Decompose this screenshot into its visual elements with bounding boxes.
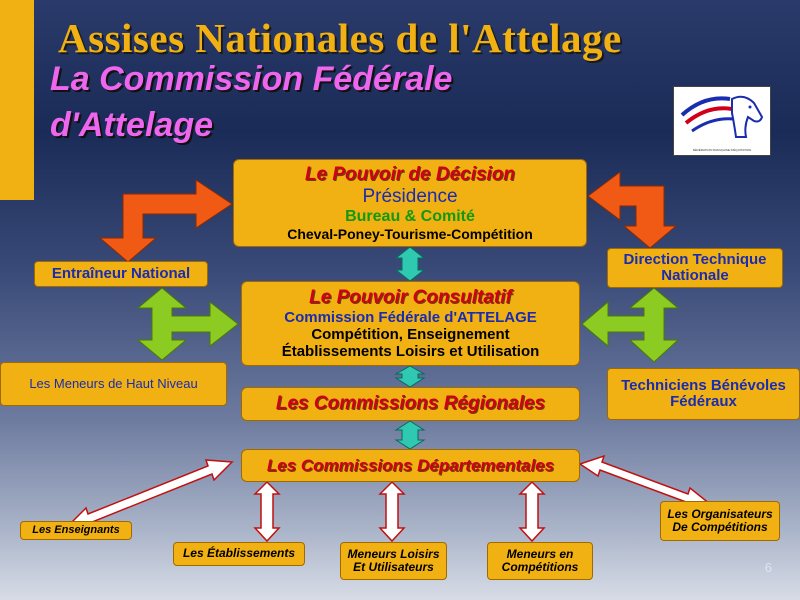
organisateurs-line2: De Compétitions xyxy=(672,520,768,534)
white-arrow-meneurs-competitions xyxy=(518,480,546,543)
consultatif-line3: Établissements Loisirs et Utilisation xyxy=(281,343,540,361)
slide-title: Assises Nationales de l'Attelage xyxy=(58,15,622,61)
enseignants-box: Les Enseignants xyxy=(20,521,132,540)
logo-caption: FÉDÉRATION FRANÇAISE D'ÉQUITATION xyxy=(692,148,752,152)
left-accent-bar xyxy=(0,0,34,200)
federation-logo: FÉDÉRATION FRANÇAISE D'ÉQUITATION xyxy=(673,86,771,156)
orange-arrow-left xyxy=(98,179,233,263)
teal-arrow-2 xyxy=(394,365,426,388)
enseignants-label: Les Enseignants xyxy=(32,524,120,537)
entraineur-box: Entraîneur National xyxy=(34,261,208,287)
decision-box: Le Pouvoir de Décision Présidence Bureau… xyxy=(233,159,587,247)
etablissements-label: Les Établissements xyxy=(182,546,296,561)
meneurs-loisirs-box: Meneurs Loisirs Et Utilisateurs xyxy=(340,542,447,580)
decision-title: Le Pouvoir de Décision xyxy=(304,163,516,185)
departementales-label: Les Commissions Départementales xyxy=(266,455,555,475)
green-arrow-left xyxy=(136,287,239,361)
slide-subtitle-line2: d'Attelage xyxy=(50,106,213,144)
green-arrow-right xyxy=(581,287,680,363)
white-arrow-enseignants xyxy=(70,459,234,530)
meneurs-competitions-box: Meneurs en Compétitions xyxy=(487,542,593,580)
regionales-box: Les Commissions Régionales xyxy=(241,387,580,421)
meneurs-competitions-line1: Meneurs en xyxy=(506,546,574,561)
orange-arrow-right xyxy=(587,171,678,249)
organisateurs-line1: Les Organisateurs xyxy=(667,506,773,521)
techniciens-line1: Techniciens Bénévoles xyxy=(621,376,786,394)
teal-arrow-1 xyxy=(394,246,426,282)
consultatif-commission: Commission Fédérale d'ATTELAGE xyxy=(284,308,537,326)
departementales-box: Les Commissions Départementales xyxy=(241,449,580,482)
decision-bureau: Bureau & Comité xyxy=(345,207,475,225)
white-arrow-etablissements xyxy=(253,480,281,543)
techniciens-line2: Fédéraux xyxy=(670,393,737,410)
etablissements-box: Les Établissements xyxy=(173,542,305,566)
teal-arrow-3 xyxy=(394,420,426,450)
organisateurs-box: Les Organisateurs De Compétitions xyxy=(660,501,780,541)
slide-subtitle-line1: La Commission Fédérale xyxy=(50,60,453,98)
decision-presidence: Présidence xyxy=(362,185,458,207)
page-number: 6 xyxy=(764,560,772,575)
meneurs-loisirs-line2: Et Utilisateurs xyxy=(353,560,434,574)
decision-sections: Cheval-Poney-Tourisme-Compétition xyxy=(287,225,533,242)
entraineur-label: Entraîneur National xyxy=(51,264,191,282)
meneurs-haut-label: Les Meneurs de Haut Niveau xyxy=(29,375,198,391)
consultatif-line2: Compétition, Enseignement xyxy=(311,325,510,343)
horse-head-logo-icon xyxy=(680,95,764,138)
direction-box: Direction Technique Nationale xyxy=(607,248,783,288)
meneurs-haut-box: Les Meneurs de Haut Niveau xyxy=(0,362,227,406)
white-arrow-meneurs-loisirs xyxy=(378,480,406,543)
meneurs-competitions-line2: Compétitions xyxy=(501,560,579,574)
direction-line2: Nationale xyxy=(661,267,729,284)
meneurs-loisirs-line1: Meneurs Loisirs xyxy=(347,546,440,561)
techniciens-box: Techniciens Bénévoles Fédéraux xyxy=(607,368,800,420)
direction-line1: Direction Technique xyxy=(623,250,767,268)
consultatif-box: Le Pouvoir Consultatif Commission Fédéra… xyxy=(241,281,580,366)
regionales-label: Les Commissions Régionales xyxy=(275,393,546,415)
consultatif-title: Le Pouvoir Consultatif xyxy=(309,286,512,308)
